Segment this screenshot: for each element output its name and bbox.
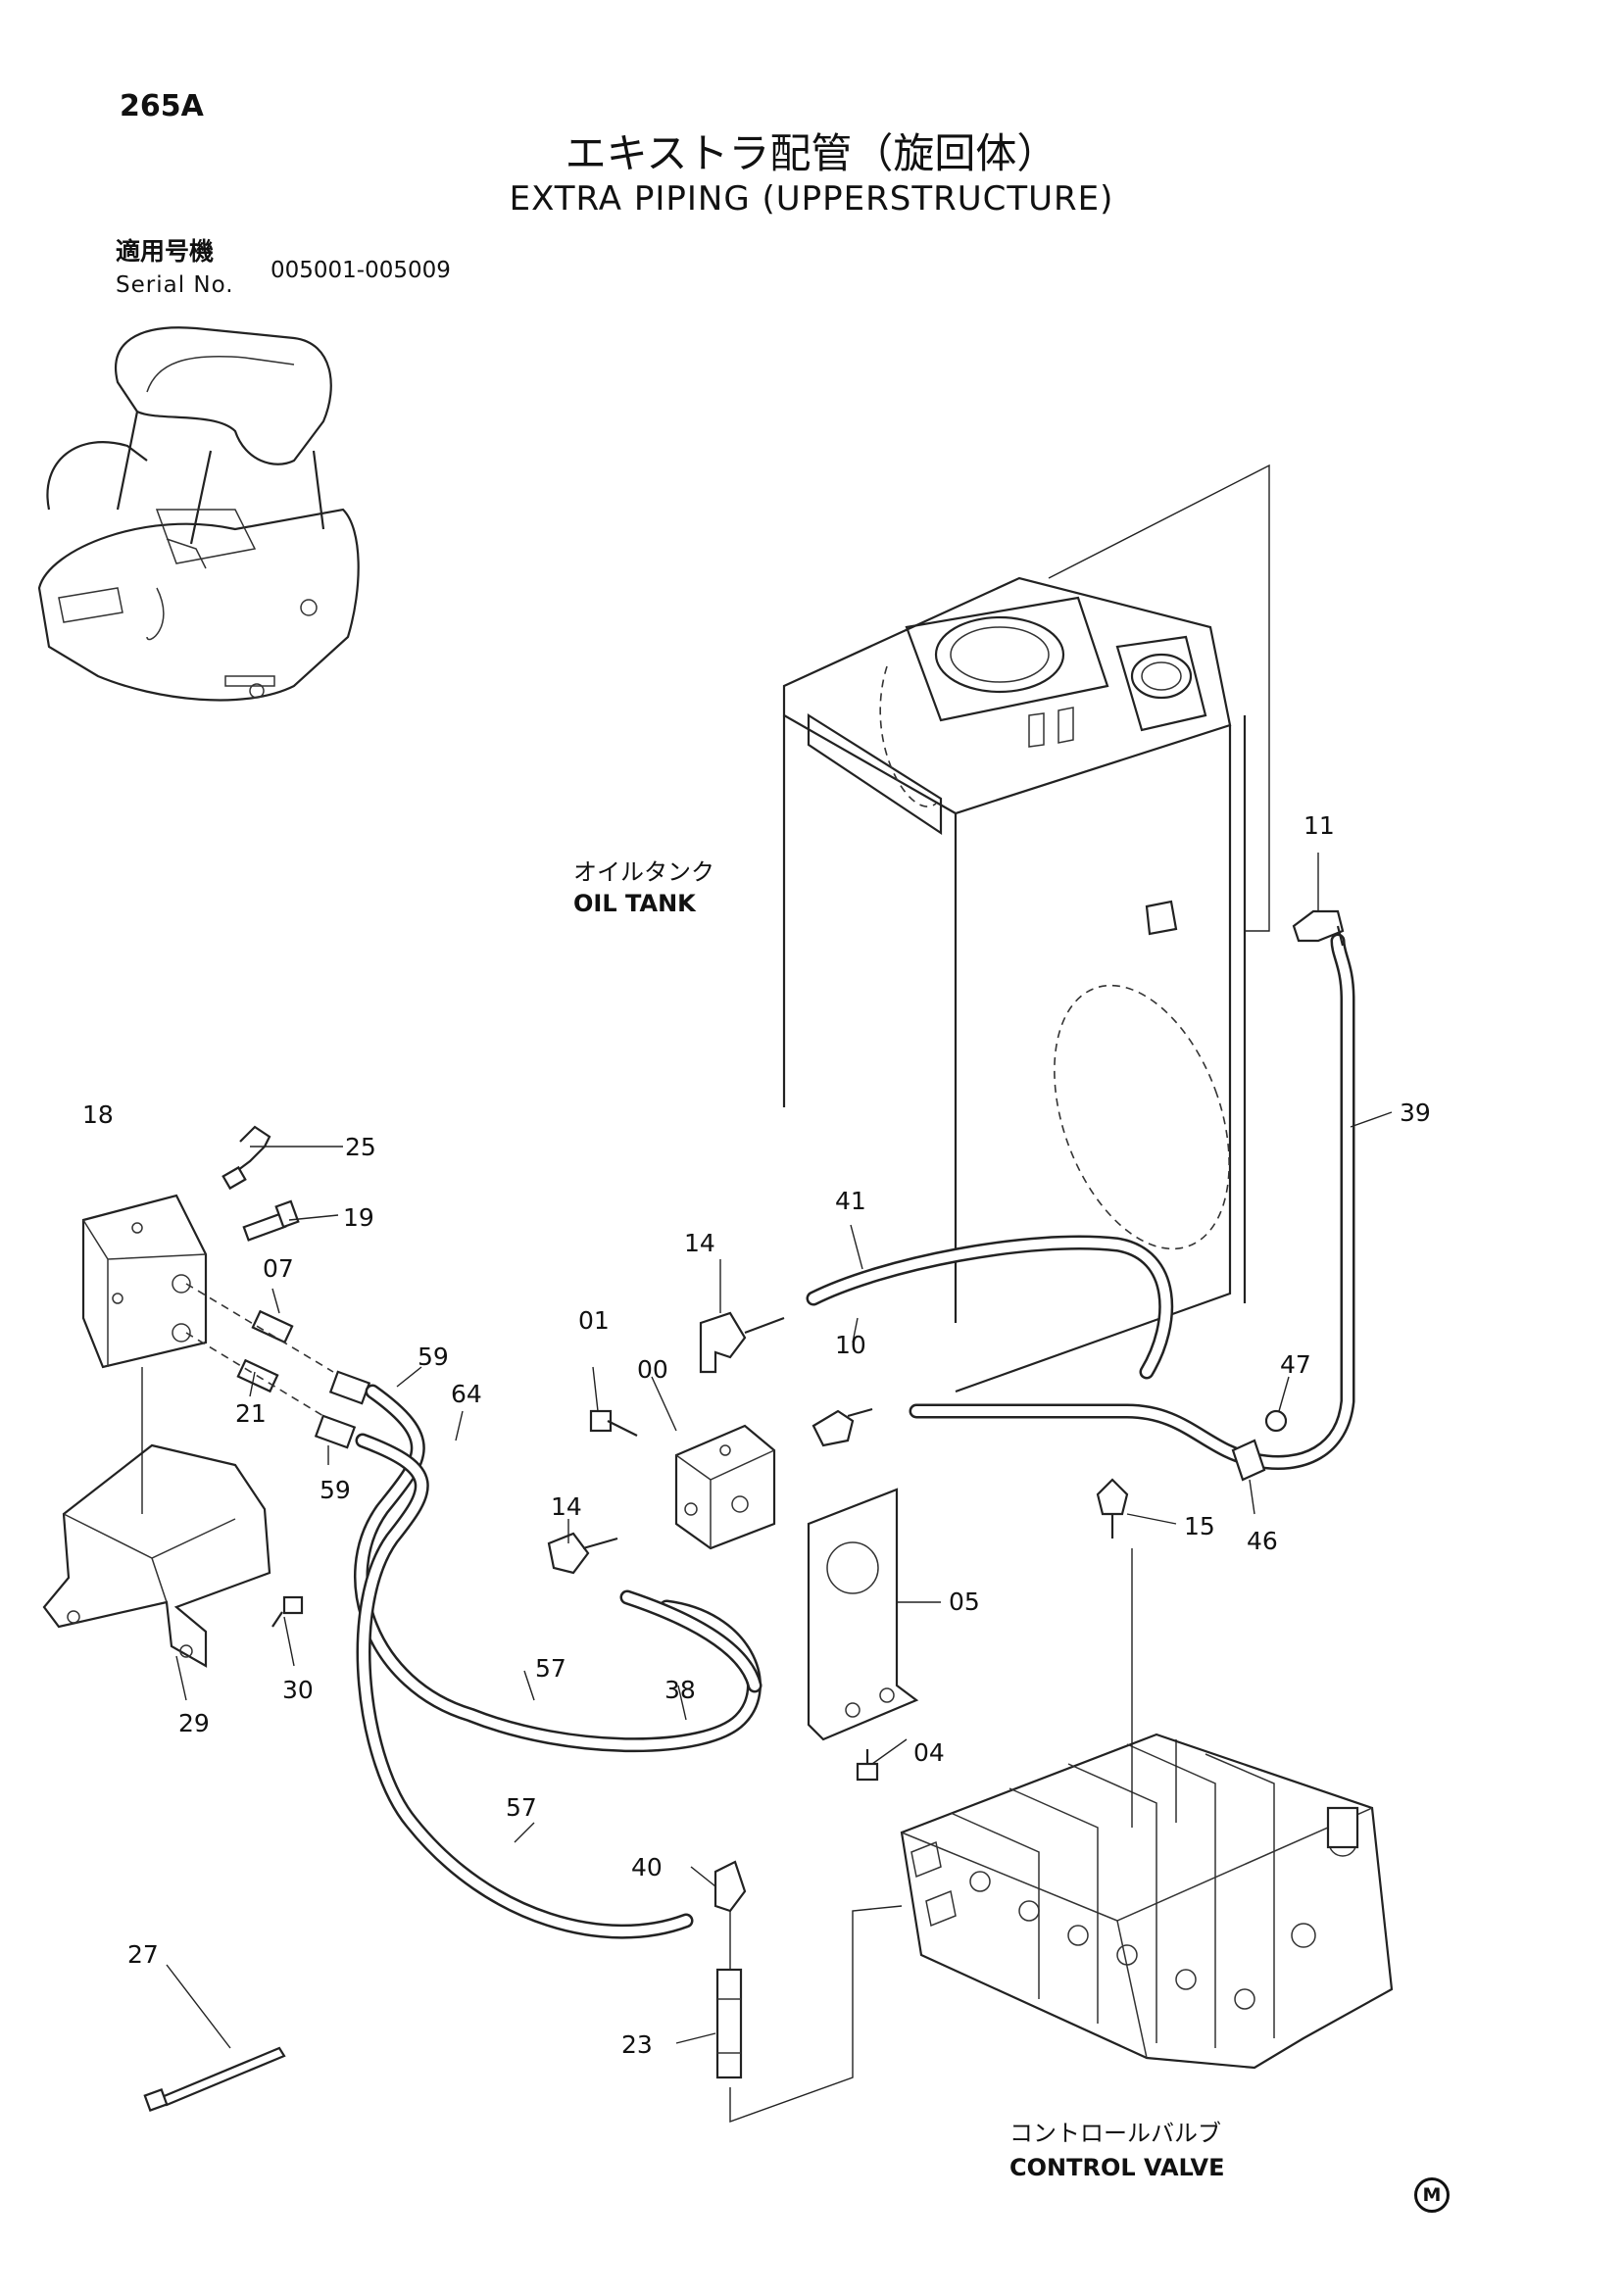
serial-range: 005001-005009: [270, 258, 451, 283]
oil-tank-label-japanese: オイルタンク: [573, 858, 714, 886]
callout-46: 46: [1247, 1527, 1278, 1555]
fitting-14-top: [699, 1311, 785, 1374]
control-valve-label-english: CONTROL VALVE: [1009, 2154, 1225, 2181]
fitting-40: [713, 1860, 747, 1913]
fitting-10: [812, 1407, 873, 1447]
mini-excavator-icon: [37, 326, 360, 702]
fitting-47: [1264, 1409, 1288, 1433]
callout-40: 40: [631, 1853, 663, 1881]
callout-11: 11: [1303, 811, 1335, 840]
callout-21: 21: [235, 1399, 267, 1428]
serial-label-english: Serial No.: [116, 272, 234, 298]
clamp-46: [1231, 1439, 1266, 1482]
callout-59-upper: 59: [418, 1343, 449, 1371]
callout-57-lower: 57: [506, 1793, 537, 1822]
bracket-05: [807, 1488, 919, 1741]
callout-41: 41: [835, 1187, 866, 1215]
page-number: 265A: [120, 89, 204, 123]
manufacturer-mark: M: [1414, 2177, 1450, 2213]
control-valve-label-japanese: コントロールバルブ: [1009, 2120, 1221, 2147]
bolt-19: [242, 1199, 300, 1242]
bolt-01: [589, 1409, 638, 1437]
bolt-04: [856, 1749, 879, 1782]
page-title-english: EXTRA PIPING (UPPERSTRUCTURE): [509, 179, 1114, 219]
callout-38: 38: [664, 1676, 696, 1704]
callout-30: 30: [282, 1676, 314, 1704]
fitting-15: [1096, 1478, 1129, 1539]
callout-47: 47: [1280, 1350, 1311, 1379]
page-title-japanese: エキストラ配管（旋回体）: [565, 129, 1058, 177]
callout-00: 00: [637, 1355, 668, 1384]
callout-04: 04: [913, 1738, 945, 1767]
callout-14-lower: 14: [551, 1492, 582, 1521]
fitting-11: [1292, 909, 1345, 947]
bolt-30: [271, 1595, 304, 1628]
callout-14-upper: 14: [684, 1229, 715, 1257]
callout-07: 07: [263, 1254, 294, 1283]
bracket-block-18: [81, 1194, 208, 1369]
coupling-23: [715, 1968, 743, 2079]
fitting-25: [221, 1125, 271, 1191]
oil-tank-label-english: OIL TANK: [573, 890, 696, 917]
bracket-29: [42, 1367, 271, 1668]
oil-tank-icon: [782, 464, 1270, 1393]
callout-64: 64: [451, 1380, 482, 1408]
callout-29: 29: [178, 1709, 210, 1737]
callout-05: 05: [949, 1588, 980, 1616]
fitting-14-left: [547, 1532, 618, 1575]
callout-27: 27: [127, 1940, 159, 1969]
control-valve-icon: [900, 1733, 1394, 2070]
cable-tie-27: [143, 2046, 286, 2113]
serial-label-japanese: 適用号機: [116, 237, 215, 266]
callout-39: 39: [1400, 1099, 1431, 1127]
callout-25: 25: [345, 1133, 376, 1161]
callout-15: 15: [1184, 1512, 1215, 1540]
callout-01: 01: [578, 1306, 610, 1335]
callout-23: 23: [621, 2030, 653, 2059]
callout-10: 10: [835, 1331, 866, 1359]
fitting-07: [251, 1309, 294, 1344]
callout-57-upper: 57: [535, 1654, 566, 1683]
callout-19: 19: [343, 1203, 374, 1232]
callout-18: 18: [82, 1100, 114, 1129]
callout-59-lower: 59: [320, 1476, 351, 1504]
valve-block-icon: [674, 1424, 776, 1550]
